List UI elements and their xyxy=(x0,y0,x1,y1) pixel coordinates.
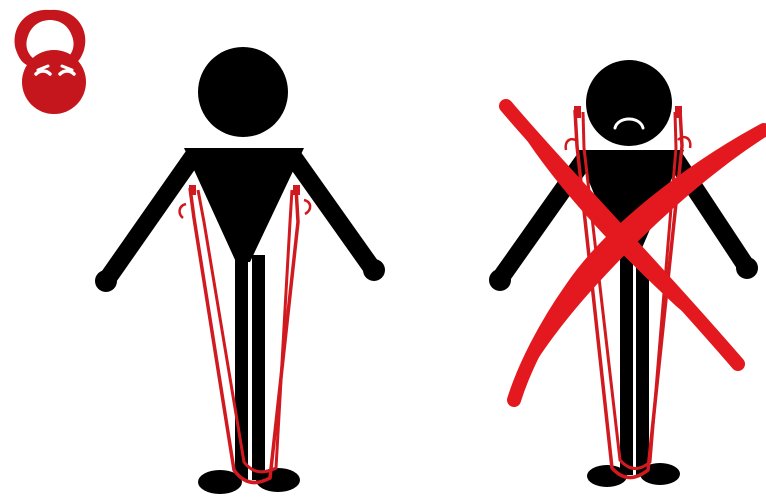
stick-figure-icon xyxy=(95,47,385,494)
incorrect-position-panel xyxy=(489,60,764,487)
correct-position-panel xyxy=(95,47,385,494)
kettlebell-icon xyxy=(15,10,86,114)
